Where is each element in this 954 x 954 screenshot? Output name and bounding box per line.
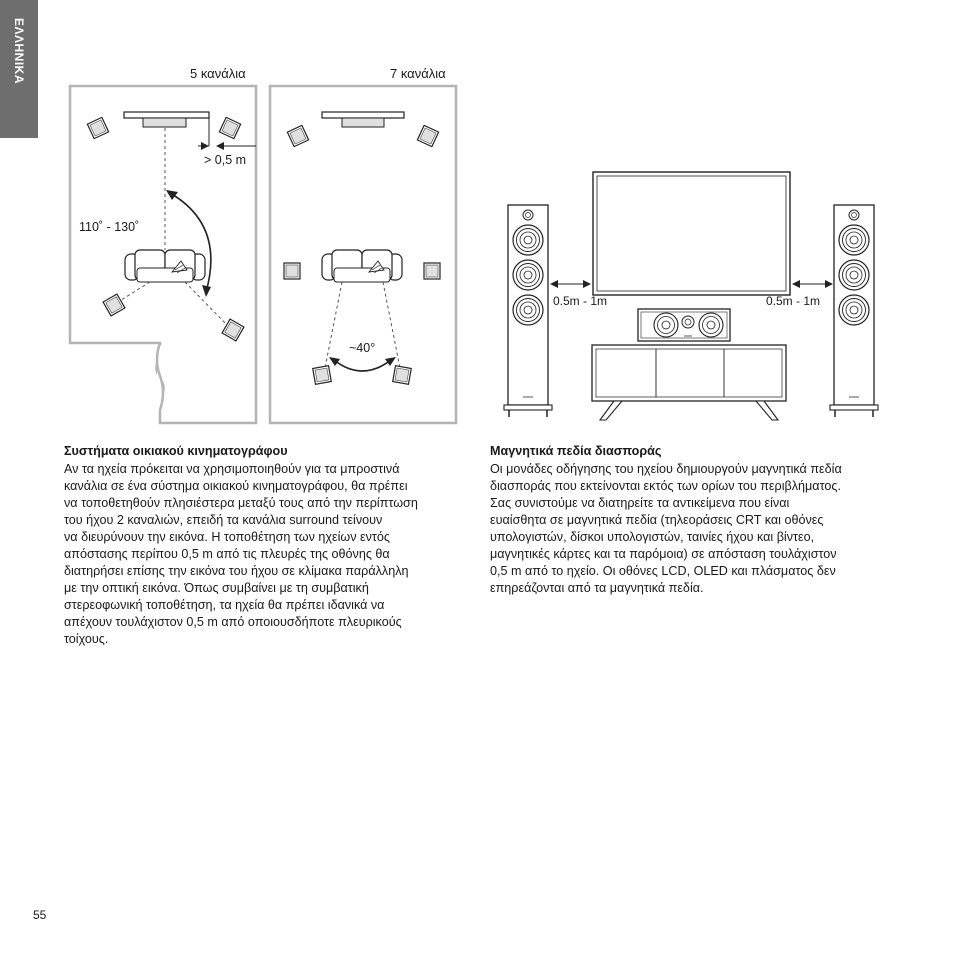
- right-tower-speaker: [830, 205, 878, 417]
- center-speaker-unit: [637, 308, 731, 342]
- page-number: 55: [33, 908, 47, 922]
- label-surround-angle: 110˚ - 130˚: [79, 220, 139, 234]
- tv-speaker-layout: [504, 171, 878, 421]
- label-7ch-angle: ~40°: [349, 341, 375, 355]
- left-tower-speaker: [504, 205, 552, 417]
- language-tab: ΕΛΛΗΝΙΚΑ: [0, 0, 38, 138]
- label-5-channels: 5 κανάλια: [190, 66, 246, 81]
- center-speaker: [142, 117, 187, 128]
- tv-stand: [591, 344, 787, 421]
- magnetic-fields-heading: Μαγνητικά πεδία διασποράς: [490, 444, 662, 458]
- sofa: [124, 249, 206, 283]
- home-cinema-section: Συστήματα οικιακού κινηματογράφου Αν τα …: [64, 443, 459, 648]
- tv-screen: [123, 111, 210, 119]
- five-channel-diagram: [68, 84, 258, 425]
- home-cinema-heading: Συστήματα οικιακού κινηματογράφου: [64, 444, 288, 458]
- magnetic-fields-body: Οι μονάδες οδήγησης του ηχείου δημιουργο…: [490, 462, 842, 595]
- home-cinema-body: Αν τα ηχεία πρόκειται να χρησιμοποιηθούν…: [64, 462, 418, 646]
- label-7-channels: 7 κανάλια: [390, 66, 446, 81]
- magnetic-fields-section: Μαγνητικά πεδία διασποράς Οι μονάδες οδή…: [490, 443, 890, 597]
- label-right-gap: 0.5m - 1m: [766, 294, 820, 308]
- seven-channel-diagram: [268, 84, 458, 425]
- label-min-distance: > 0,5 m: [204, 153, 246, 167]
- label-left-gap: 0.5m - 1m: [553, 294, 607, 308]
